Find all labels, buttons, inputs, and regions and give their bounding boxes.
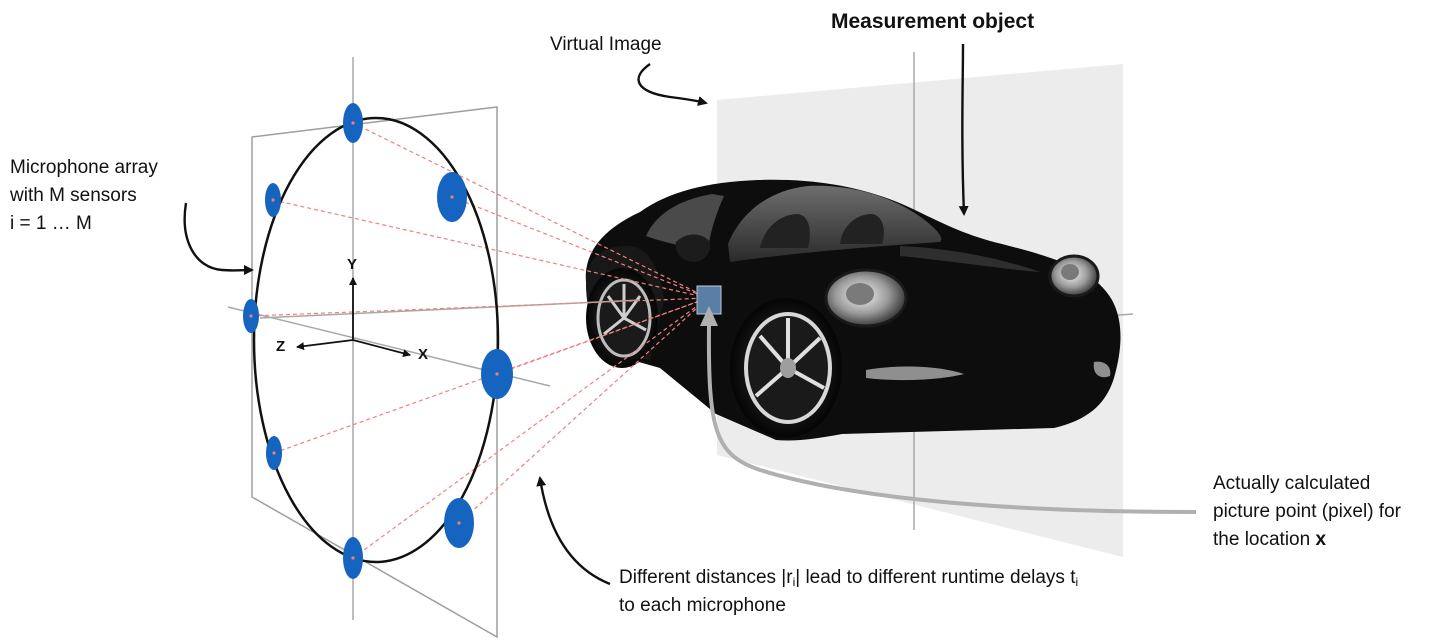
distance-rays	[250, 122, 709, 559]
distances-arrow	[536, 476, 611, 586]
microphone-array-label-line3: i = 1 … M	[10, 213, 92, 234]
car-side-mirror	[675, 234, 711, 262]
coordinate-axes	[296, 277, 411, 358]
t-subscript: i	[1075, 575, 1079, 589]
car-hood-highlight	[900, 246, 1040, 272]
car-side-window	[646, 194, 724, 250]
microphone-array-label-line1: Microphone array	[10, 157, 158, 178]
ray-sensor-2	[451, 196, 709, 299]
measurement-object-arrow	[958, 43, 969, 216]
microphone-array-arrow	[183, 202, 254, 276]
microphone-ring	[252, 116, 500, 564]
x-axis-arrow	[352, 339, 411, 358]
z-axis-arrow	[296, 339, 354, 351]
ray-sensor-1	[352, 122, 709, 299]
calculated-point-label-line1: Actually calculated	[1213, 473, 1371, 494]
x-axis-label: X	[418, 346, 429, 363]
microphone-array-label-line2: with M sensors	[10, 185, 137, 206]
ray-sensor-4	[250, 297, 709, 317]
y-axis-label: Y	[347, 256, 358, 273]
virtual-image-label: Virtual Image	[550, 34, 662, 55]
location-x-symbol: x	[1315, 529, 1327, 550]
sensor-centers	[249, 121, 499, 560]
car-illustration	[585, 179, 1121, 441]
distances-label-line2: to each microphone	[619, 595, 786, 616]
calculated-point-label-line3: the location x	[1213, 528, 1326, 552]
calculated-point-label-line2: picture point (pixel) for	[1213, 501, 1401, 522]
measurement-object-label: Measurement object	[831, 10, 1035, 33]
calculated-point-label-prefix: the location	[1213, 529, 1316, 550]
pixel-pointer-arrowhead	[700, 306, 718, 326]
r-subscript: i	[792, 575, 796, 589]
distances-text-b: | lead to different runtime delays t	[795, 567, 1076, 588]
ray-sensor-8	[352, 297, 709, 559]
virtual-image-arrow	[637, 63, 708, 106]
z-axis-label: Z	[276, 338, 286, 355]
distances-text-a: Different distances |r	[619, 567, 793, 588]
ray-sensor-3	[272, 199, 709, 299]
pixel-pointer-curve	[706, 324, 1197, 514]
distances-label-line1: Different distances |ri| lead to differe…	[619, 566, 1078, 590]
array-frame	[251, 106, 498, 639]
